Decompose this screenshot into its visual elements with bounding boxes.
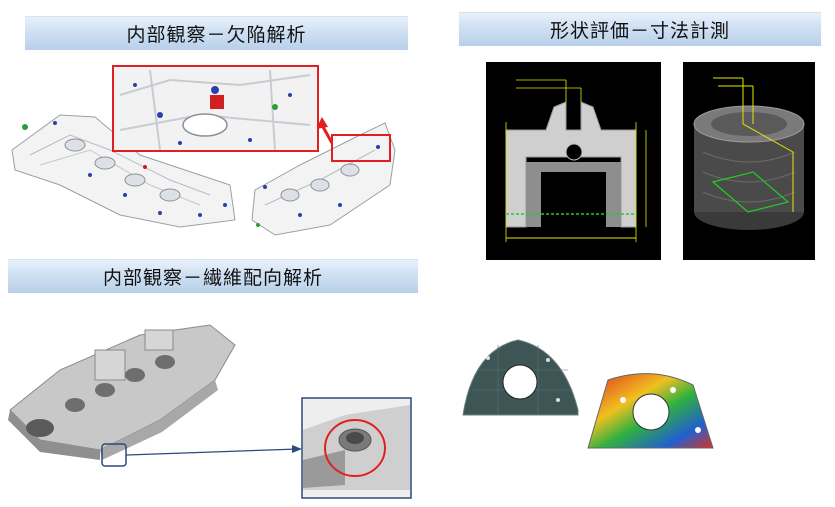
fiber-orientation-image [0, 310, 430, 505]
heading-fiber-orientation: 内部観察－繊維配向解析 [8, 259, 418, 293]
heading-dimension-measurement: 形状評価－寸法計測 [459, 12, 821, 46]
heading-defect-analysis: 内部観察－欠陥解析 [25, 16, 408, 50]
heatmap-part [587, 373, 714, 449]
cover-model-gray [8, 324, 236, 460]
defect-zoom-inset [112, 65, 319, 152]
cover-part-left [11, 114, 236, 228]
dimension-3d-image [683, 62, 815, 260]
defect-region-box [331, 134, 391, 162]
defect-analysis-image [0, 55, 430, 245]
mesh-part-gray [462, 339, 579, 416]
fiber-focus-circle [324, 419, 386, 477]
fiber-zoom-inset [301, 397, 412, 499]
fiber-callout-arrow-icon [292, 445, 302, 453]
cover-part-right [251, 122, 396, 236]
colormap-analysis-image [458, 330, 728, 460]
dimension-cross-section-image [486, 62, 661, 260]
